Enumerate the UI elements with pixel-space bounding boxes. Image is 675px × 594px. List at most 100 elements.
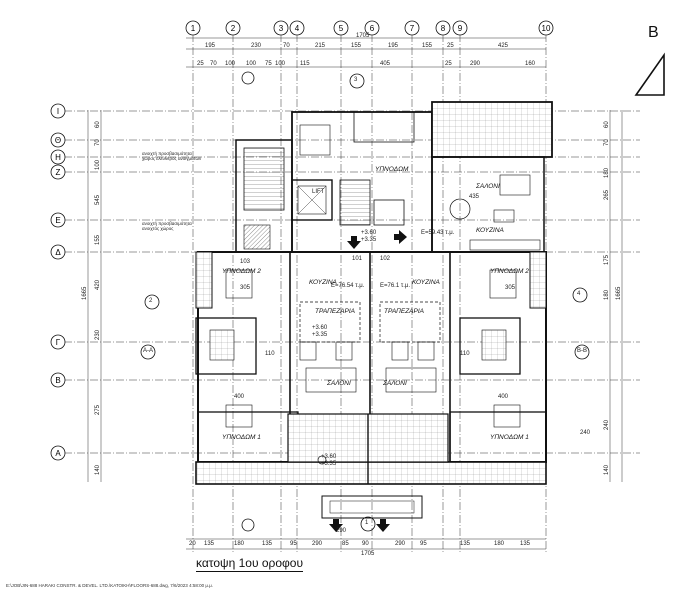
- room-label-ypnodom-1-right: ΥΠΝΟΔΩΜ 1: [490, 434, 529, 441]
- grid-bubble-row-Ε: Ε: [50, 212, 66, 228]
- dim-top-total: 1705: [356, 33, 370, 39]
- dim-bottom: 180: [234, 541, 245, 547]
- dim-top-secondary: 70: [210, 61, 217, 67]
- dimension-lines: [87, 37, 623, 550]
- grid-bubble-col-10: 10: [538, 20, 554, 36]
- dim-305-left: 305: [240, 285, 251, 291]
- dim-right: 180: [604, 167, 610, 178]
- svg-text:Γ: Γ: [56, 338, 61, 347]
- entry-arrows: [329, 230, 407, 532]
- svg-text:8: 8: [441, 24, 446, 33]
- note-1: ανοιχτή προσβασιμότητα: [142, 151, 192, 156]
- grid-bubble-col-1: 1: [185, 20, 201, 36]
- north-arrow-icon: [634, 52, 665, 96]
- dim-right-total: 1665: [616, 286, 622, 300]
- dim-right: 60: [604, 121, 610, 128]
- note-2: χώρος ελεύθερος ανοιγμάτων: [142, 156, 202, 161]
- room-label-saloni-right: ΣΑΛΟΝΙ: [383, 380, 407, 387]
- note-4: ανοιχτός χώρος: [142, 226, 174, 231]
- dim-top-primary: 25: [447, 43, 454, 49]
- room-label-ypnodom-top: ΥΠΝΟΔΩΜ: [375, 166, 409, 173]
- note-3: ανοιχτή προσβασιμότητα: [142, 221, 192, 226]
- dim-110-right: 110: [460, 351, 470, 357]
- dim-bottom: 95: [420, 541, 427, 547]
- grid-bubble-col-6: 6: [364, 20, 380, 36]
- dim-top-primary: 215: [315, 43, 326, 49]
- apartment-number-102: 102: [380, 256, 391, 262]
- svg-text:Ι: Ι: [57, 107, 59, 116]
- grid-bubble-col-4: 4: [289, 20, 305, 36]
- svg-text:Ζ: Ζ: [56, 168, 61, 177]
- grid-bubble-row-Β: Β: [50, 372, 66, 388]
- dim-left: 140: [95, 464, 101, 475]
- dim-top-secondary: 290: [470, 61, 481, 67]
- grid-bubble-row-Ζ: Ζ: [50, 164, 66, 180]
- svg-text:Β: Β: [55, 376, 60, 385]
- level-label-6: +3.35: [321, 461, 337, 467]
- dim-bottom: 135: [204, 541, 215, 547]
- dim-top-primary: 195: [388, 43, 399, 49]
- svg-text:Θ: Θ: [55, 136, 61, 145]
- dim-110-left: 110: [265, 351, 275, 357]
- room-label-kouzina-top: ΚΟΥΖΙΝΑ: [476, 227, 504, 234]
- dim-top-secondary: 100: [275, 61, 286, 67]
- grid-bubble-row-Γ: Γ: [50, 334, 66, 350]
- svg-text:Α: Α: [55, 449, 61, 458]
- dim-left: 230: [95, 329, 101, 340]
- area-label-right: E=76.1 τ.μ.: [380, 283, 411, 289]
- svg-text:Ε: Ε: [55, 216, 60, 225]
- dim-400-left: 400: [234, 394, 245, 400]
- dim-left: 60: [95, 121, 101, 128]
- room-label-trapezaria-left: ΤΡΑΠΕΖΑΡΙΑ: [315, 308, 355, 315]
- balconies: [195, 251, 547, 309]
- grid-bubble-row-Θ: Θ: [50, 132, 66, 148]
- dim-left: 420: [95, 279, 101, 290]
- level-label-2: +3.35: [361, 237, 377, 243]
- svg-text:2: 2: [231, 24, 236, 33]
- dim-bottom: 290: [312, 541, 323, 547]
- dim-top-primary: 155: [422, 43, 433, 49]
- dim-400-right: 400: [498, 394, 509, 400]
- dim-top-primary: 425: [498, 43, 509, 49]
- dim-right: 175: [604, 254, 610, 265]
- svg-text:6: 6: [370, 24, 375, 33]
- svg-text:9: 9: [458, 24, 463, 33]
- dim-top-secondary: 160: [525, 61, 536, 67]
- section-cut-a-left: Α-Α: [143, 348, 154, 354]
- dim-bottom: 20: [189, 541, 196, 547]
- section-markers: [140, 71, 590, 532]
- dim-right: 240: [604, 419, 610, 430]
- file-path-footer: E:\JOB\JIN-688 HARAKI CONSTR. & DEVEL. L…: [6, 583, 214, 588]
- grid-bubble-col-2: 2: [225, 20, 241, 36]
- dim-top-secondary: 100: [246, 61, 257, 67]
- north-label: B: [648, 24, 659, 41]
- dim-left: 70: [95, 139, 101, 146]
- dim-bottom: 135: [520, 541, 531, 547]
- dim-bottom: 135: [460, 541, 471, 547]
- dim-left: 155: [95, 234, 101, 245]
- room-label-ypnodom-2-right: ΥΠΝΟΔΩΜ 2: [490, 268, 529, 275]
- section-cut-a-right: Β-Β: [577, 348, 588, 354]
- grid-bubble-row-Ι: Ι: [50, 103, 66, 119]
- dim-bottom: 85: [342, 541, 349, 547]
- room-label-trapezaria-right: ΤΡΑΠΕΖΑΡΙΑ: [384, 308, 424, 315]
- dim-top-primary: 155: [351, 43, 362, 49]
- dim-top-primary: 195: [205, 43, 216, 49]
- lift-label: LIFT: [312, 189, 325, 195]
- dim-top-secondary: 405: [380, 61, 391, 67]
- dim-top-secondary: 75: [265, 61, 272, 67]
- dim-left-total: 1665: [82, 286, 88, 300]
- dim-right: 140: [604, 464, 610, 475]
- main-apartments: [195, 251, 547, 519]
- upper-core: [235, 101, 553, 253]
- dim-top-primary: 70: [283, 43, 290, 49]
- drawing-title: κατοψη 1ου οροφου: [196, 556, 304, 572]
- dim-305-right: 305: [505, 285, 516, 291]
- svg-text:Δ: Δ: [55, 248, 61, 257]
- dim-bottom: 135: [262, 541, 273, 547]
- room-label-kouzina-right: ΚΟΥΖΙΝΑ: [412, 279, 440, 286]
- grid-bubble-col-5: 5: [333, 20, 349, 36]
- dim-right: 265: [604, 189, 610, 200]
- room-label-ypnodom-1-left: ΥΠΝΟΔΩΜ 1: [222, 434, 261, 441]
- dim-left: 100: [95, 159, 101, 170]
